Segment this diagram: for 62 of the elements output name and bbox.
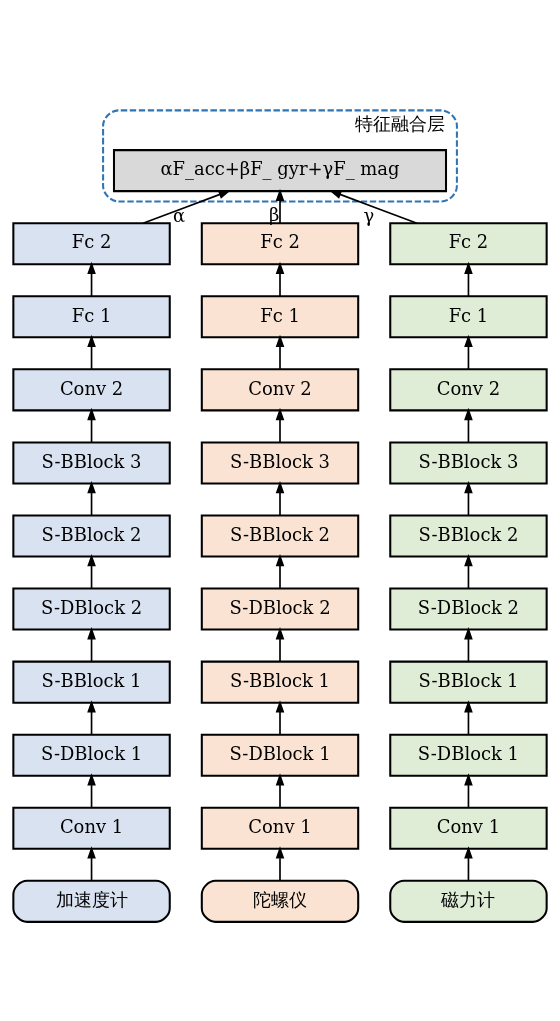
arrow: [464, 407, 473, 443]
node-box: 加速度计: [12, 879, 171, 923]
arrow: [275, 334, 285, 370]
arrow: [87, 334, 96, 370]
arrow: [275, 626, 285, 662]
arrow: [87, 261, 96, 297]
arrow: [464, 553, 473, 589]
node-box: S-BBlock 3: [389, 440, 548, 484]
node-box: Fc 1: [389, 294, 548, 338]
node-box: S-BBlock 3: [12, 440, 171, 484]
arrow: [275, 188, 285, 224]
arrow: [87, 553, 96, 589]
node-box: Conv 1: [200, 806, 360, 850]
node-box: S-DBlock 1: [12, 733, 171, 777]
node-box: 磁力计: [389, 879, 548, 923]
node-box: Fc 2: [12, 221, 171, 265]
arrow: [275, 480, 285, 516]
arrow: [464, 845, 473, 882]
arrow: [275, 553, 285, 589]
node-box: Conv 2: [200, 367, 360, 411]
node-box: S-BBlock 1: [12, 660, 171, 704]
edge-label: γ: [363, 204, 375, 226]
node-box: Conv 1: [12, 806, 171, 850]
arrow: [464, 480, 473, 516]
arrow: [87, 407, 96, 443]
arrow: [464, 772, 473, 809]
arrow: [87, 699, 96, 735]
node-box: Conv 2: [389, 367, 548, 411]
arrow: [329, 189, 418, 224]
arrow: [87, 480, 96, 516]
arrow: [275, 845, 285, 882]
node-box: S-DBlock 1: [389, 733, 548, 777]
node-box: S-BBlock 1: [200, 660, 360, 704]
node-box: S-BBlock 2: [12, 513, 171, 558]
node-box: 陀螺仪: [200, 879, 360, 923]
arrow: [87, 626, 96, 662]
node-box: S-DBlock 2: [12, 587, 171, 631]
arrow: [464, 261, 473, 297]
arrow: [464, 699, 473, 735]
arrow: [275, 699, 285, 735]
edge-label: α: [173, 204, 186, 226]
arrow: [87, 772, 96, 809]
node-box: αF_acc+βF_ gyr+γF_ mag: [112, 148, 448, 192]
node-box: S-BBlock 1: [389, 660, 548, 704]
node-box: Fc 1: [200, 294, 360, 338]
node-box: Conv 1: [389, 806, 548, 850]
node-box: Conv 2: [12, 367, 171, 411]
arrow: [275, 407, 285, 443]
node-box: S-DBlock 2: [200, 587, 360, 631]
arrow: [87, 845, 96, 882]
node-box: Fc 2: [389, 221, 548, 265]
arrow: [464, 334, 473, 370]
node-box: S-DBlock 2: [389, 587, 548, 631]
node-box: S-BBlock 3: [200, 440, 360, 484]
arrow: [275, 261, 285, 297]
arrow: [464, 626, 473, 662]
arrow: [142, 189, 231, 224]
node-box: S-BBlock 2: [200, 513, 360, 558]
node-box: S-BBlock 2: [389, 513, 548, 558]
arrow: [275, 772, 285, 809]
node-box: Fc 1: [12, 294, 171, 338]
node-box: S-DBlock 1: [200, 733, 360, 777]
